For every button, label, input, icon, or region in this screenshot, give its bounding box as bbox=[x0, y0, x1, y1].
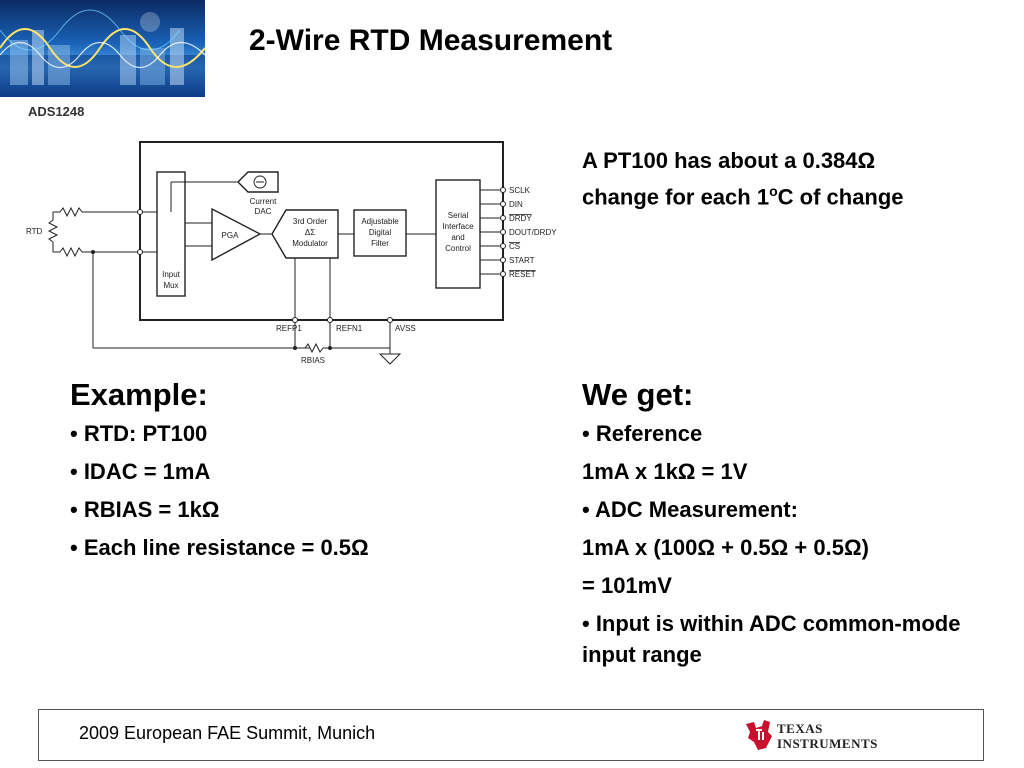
pin-reset: RESET bbox=[509, 270, 536, 279]
pin-refp1: REFP1 bbox=[276, 324, 302, 333]
input-mux-label-1: Input bbox=[162, 270, 181, 279]
slide-title: 2-Wire RTD Measurement bbox=[249, 24, 613, 57]
ohm-symbol: Ω bbox=[857, 148, 876, 173]
pin-start: START bbox=[509, 256, 535, 265]
result-line: • ADC Measurement: bbox=[582, 497, 798, 522]
current-source-icon bbox=[253, 175, 267, 189]
pin-cs: CS bbox=[509, 242, 520, 251]
rtd-block-diagram: Input Mux Current DAC PGA 3rd Order ΔΣ M… bbox=[26, 141, 557, 365]
texas-instruments-logo: TEXAS INSTRUMENTS bbox=[744, 718, 884, 754]
footer-bar: 2009 European FAE Summit, Munich TEXAS I… bbox=[38, 709, 984, 761]
serial-label-4: Control bbox=[445, 244, 471, 253]
footer-event-text: 2009 European FAE Summit, Munich bbox=[79, 723, 376, 743]
chip-label: ADS1248 bbox=[28, 104, 85, 119]
serial-label-3: and bbox=[451, 233, 464, 242]
example-section: Example: • RTD: PT100 • IDAC = 1mA • RBI… bbox=[70, 376, 540, 570]
modulator-label-1: 3rd Order bbox=[293, 217, 328, 226]
pin-dout-drdy: DOUT/DRDY bbox=[509, 228, 557, 237]
ti-logo-text-2: INSTRUMENTS bbox=[777, 736, 878, 751]
current-dac-label-2: DAC bbox=[255, 207, 272, 216]
note-line2-post: C of change bbox=[777, 184, 904, 210]
example-item: • RTD: PT100 bbox=[70, 421, 208, 446]
filter-label-3: Filter bbox=[371, 239, 389, 248]
pin-drdy: DRDY bbox=[509, 214, 532, 223]
filter-label-1: Adjustable bbox=[361, 217, 399, 226]
pin-refn1: REFN1 bbox=[336, 324, 363, 333]
pga-block bbox=[211, 207, 262, 262]
pin-sclk: SCLK bbox=[509, 186, 531, 195]
degree-symbol: o bbox=[769, 183, 778, 199]
ti-logo-text-1: TEXAS bbox=[777, 721, 823, 736]
rbias-label: RBIAS bbox=[301, 356, 325, 365]
serial-label-2: Interface bbox=[442, 222, 474, 231]
result-line: 1mA x (100Ω + 0.5Ω + 0.5Ω) bbox=[582, 535, 869, 560]
example-item: • Each line resistance = 0.5Ω bbox=[70, 535, 369, 560]
banner-graphic bbox=[0, 9, 205, 97]
current-dac-label-1: Current bbox=[250, 197, 277, 206]
header-banner-image bbox=[0, 0, 205, 97]
result-line: • Reference bbox=[582, 421, 703, 446]
pin-avss: AVSS bbox=[395, 324, 416, 333]
note-line1: A PT100 has about a 0.384 bbox=[582, 148, 858, 173]
pga-label: PGA bbox=[222, 231, 240, 240]
note-line2-pre: change for each 1 bbox=[582, 184, 770, 210]
modulator-label-3: Modulator bbox=[292, 239, 328, 248]
results-section: We get: • Reference 1mA x 1kΩ = 1V • ADC… bbox=[582, 376, 982, 677]
input-mux-label-2: Mux bbox=[163, 281, 178, 290]
pin-din: DIN bbox=[509, 200, 523, 209]
result-line: = 101mV bbox=[582, 573, 672, 598]
example-item: • IDAC = 1mA bbox=[70, 459, 211, 484]
modulator-label-2: ΔΣ bbox=[305, 228, 315, 237]
results-heading: We get: bbox=[582, 377, 694, 412]
rtd-label: RTD bbox=[26, 227, 43, 236]
pt100-note: A PT100 has about a 0.384Ω change for ea… bbox=[582, 145, 1002, 212]
example-heading: Example: bbox=[70, 377, 208, 412]
digital-filter-block bbox=[353, 209, 407, 257]
serial-label-1: Serial bbox=[448, 211, 469, 220]
ti-state-icon bbox=[746, 720, 772, 750]
result-line: • Input is within ADC common-mode input … bbox=[582, 611, 961, 667]
example-item: • RBIAS = 1kΩ bbox=[70, 497, 220, 522]
chip-outline bbox=[139, 141, 504, 321]
input-mux-block bbox=[156, 171, 186, 297]
result-line: 1mA x 1kΩ = 1V bbox=[582, 459, 748, 484]
filter-label-2: Digital bbox=[369, 228, 391, 237]
current-dac-block bbox=[237, 171, 279, 193]
